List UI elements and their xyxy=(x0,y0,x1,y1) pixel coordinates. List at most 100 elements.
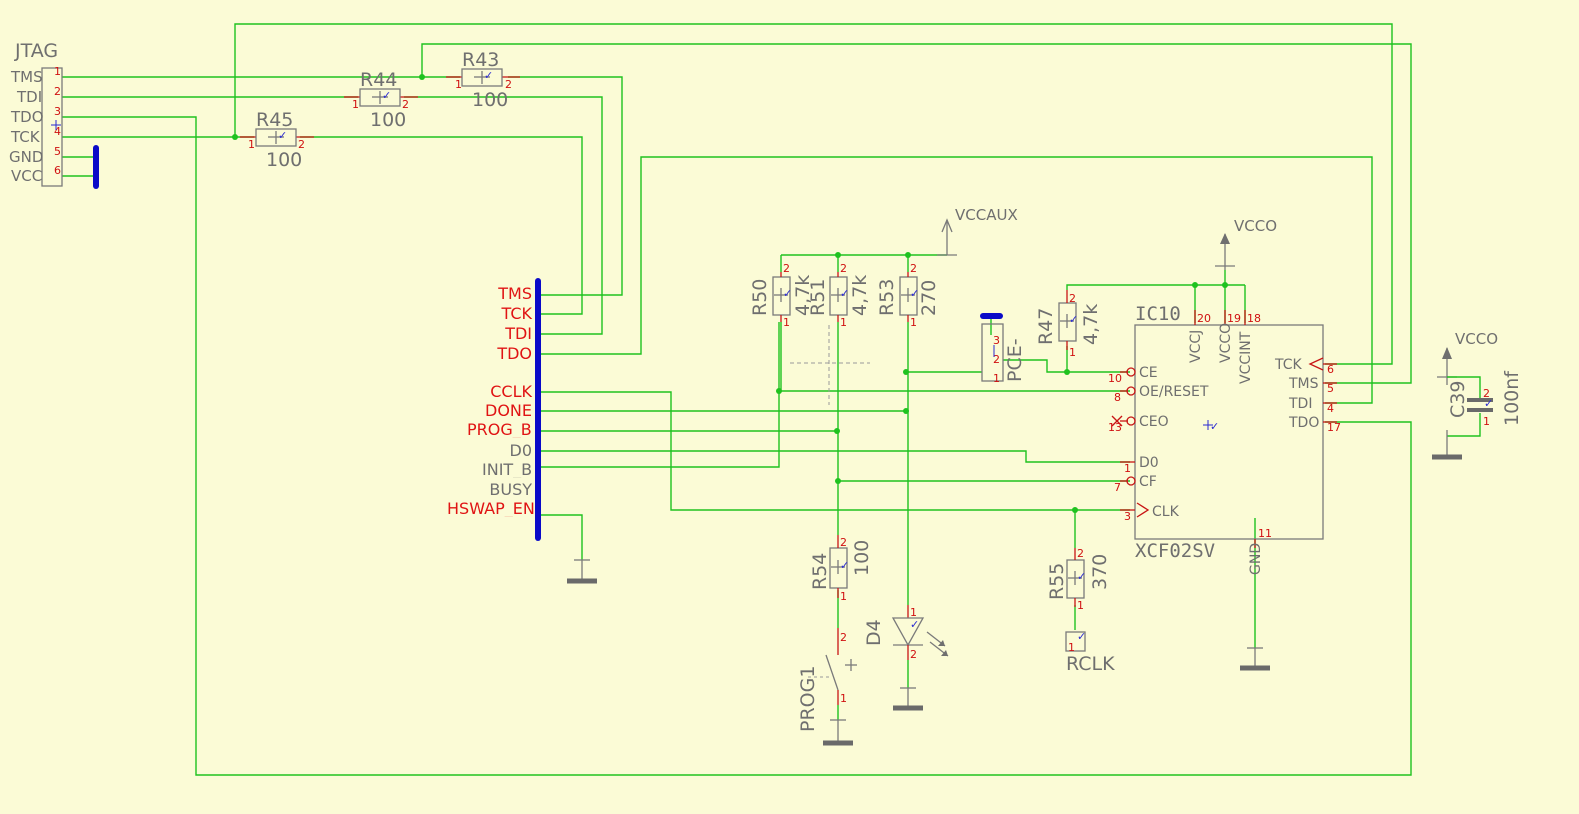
resistor-r47: R47 4,7k 2 1 xyxy=(1035,290,1102,359)
pin-number: 1 xyxy=(993,372,1000,385)
pin-number: 3 xyxy=(993,334,1000,347)
net-hswap xyxy=(541,514,583,560)
wires xyxy=(62,23,1412,776)
net-ce xyxy=(1003,359,1130,373)
resistor-r44: R44 100 1 2 xyxy=(344,69,418,131)
bus-signal: BUSY xyxy=(489,480,532,499)
resistor-r54: R54 100 2 1 xyxy=(809,535,873,603)
pin-number: 2 xyxy=(1069,292,1076,305)
pin-number: 1 xyxy=(840,692,847,705)
pin-number: 1 xyxy=(1483,415,1490,428)
r51-name: R51 xyxy=(807,279,829,316)
jtag-connector: JTAG TMS TDI TDO TCK GND VCC 1 2 3 4 5 6 xyxy=(9,40,99,189)
pin-number: 1 xyxy=(910,606,917,619)
resistor-body xyxy=(359,88,401,107)
bus-signal: TCK xyxy=(501,304,533,323)
ic-body xyxy=(1134,324,1324,540)
check-icon: ✓ xyxy=(382,89,391,102)
check-icon: ✓ xyxy=(278,129,287,142)
jtag-pin-number: 6 xyxy=(54,164,61,177)
origin-markers: ✓ ✓ ✓ ✓ ✓ ✓ ✓ ✓ ✓ ✓ ✓ ✓ ✓ xyxy=(278,69,1493,643)
c39-name: C39 xyxy=(1447,381,1469,418)
ic-pin-name: TMS xyxy=(1288,376,1319,392)
rclk-name: RCLK xyxy=(1066,653,1115,675)
bus-signal-clip: HSWAP_EN xyxy=(447,499,535,517)
c39-value: 100nf xyxy=(1501,370,1523,426)
arrow-up-icon xyxy=(941,218,953,233)
ic-pin-number: 10 xyxy=(1108,372,1122,385)
junction xyxy=(903,369,909,375)
r45-value: 100 xyxy=(266,149,302,171)
ic-pin-number: 3 xyxy=(1124,510,1131,523)
capacitor-c39: VCCO 2 1 C39 100nf xyxy=(1432,330,1523,460)
r45-name: R45 xyxy=(256,109,293,131)
ic-pin-number: 1 xyxy=(1124,462,1131,475)
jtag-pin-name: TMS xyxy=(10,68,43,86)
r43-name: R43 xyxy=(462,49,499,71)
ic-pin-name: VCCINT xyxy=(1238,331,1254,384)
bus-signal: PROG_B xyxy=(467,420,532,440)
r50-value: 4,7k xyxy=(792,275,814,316)
ic-pin-name: D0 xyxy=(1139,455,1159,471)
ic-pin-number: 18 xyxy=(1247,312,1261,325)
jtag-pin-name: TDO xyxy=(10,108,44,126)
net-tms-ic xyxy=(421,43,1412,384)
net-d0 xyxy=(541,450,1130,463)
junction xyxy=(1222,282,1228,288)
pce-name: PCE- xyxy=(1004,338,1026,382)
ic-top-pins: VCCJ VCCO VCCINT 20 19 18 xyxy=(1188,310,1261,384)
led-d4: 1 2 D4 xyxy=(863,605,949,711)
ic-pin-name: TDI xyxy=(1288,396,1312,412)
junction xyxy=(232,134,238,140)
origin-crosshair xyxy=(790,325,870,405)
r44-name: R44 xyxy=(360,69,397,91)
junction xyxy=(776,388,782,394)
pin-number: 1 xyxy=(1068,641,1075,654)
pin-number: 1 xyxy=(783,316,790,329)
vcco-ic-symbol: VCCO xyxy=(1215,217,1277,270)
r50-name: R50 xyxy=(749,279,771,316)
pin-number: 2 xyxy=(505,78,512,91)
ic-pin-name: TCK xyxy=(1274,357,1303,373)
junction xyxy=(1192,282,1198,288)
pin-number: 1 xyxy=(840,590,847,603)
net-oe xyxy=(780,322,1130,392)
check-icon: ✓ xyxy=(1077,630,1086,643)
junction xyxy=(1064,369,1070,375)
net-tdo-ic xyxy=(541,156,1373,404)
junction xyxy=(835,252,841,258)
ground-symbol xyxy=(567,559,597,584)
vcco-cap-label: VCCO xyxy=(1455,330,1498,348)
bus-signal-clip: INIT_B xyxy=(482,460,532,478)
pin-number: 2 xyxy=(402,98,409,111)
jtag-pin-name: VCC xyxy=(11,167,42,185)
ic-name: IC10 xyxy=(1135,303,1181,325)
pin-number: 2 xyxy=(993,353,1000,366)
junction xyxy=(419,74,425,80)
switch-prog1: 2 1 PROG1 xyxy=(797,628,857,746)
pin-number: 2 xyxy=(783,262,790,275)
ic-part: XCF02SV xyxy=(1135,540,1215,562)
jtag-pin-number: 4 xyxy=(54,125,61,138)
pin-number: 1 xyxy=(352,98,359,111)
ic-pin-name: CLK xyxy=(1152,504,1180,520)
net-tdo-loop xyxy=(62,116,1412,776)
pin-number: 2 xyxy=(840,536,847,549)
pin-number: 2 xyxy=(298,138,305,151)
pin-number: 2 xyxy=(910,262,917,275)
arrow-icon xyxy=(938,640,945,646)
rclk-connector: 1 RCLK xyxy=(1065,631,1115,675)
jtag-pin-number: 3 xyxy=(54,105,61,118)
pce-jumper: 3 2 1 PCE- xyxy=(980,313,1026,385)
resistor-r43: R43 100 1 2 xyxy=(446,49,520,111)
pin-number: 2 xyxy=(1077,547,1084,560)
ic-pin-name: CEO xyxy=(1139,414,1169,430)
ic-pin-name: OE/RESET xyxy=(1139,384,1209,400)
ic-pin-name: CE xyxy=(1139,365,1158,381)
r51-value: 4,7k xyxy=(849,275,871,316)
r53-value: 270 xyxy=(918,280,940,316)
r54-name: R54 xyxy=(809,553,831,590)
r55-value: 370 xyxy=(1089,554,1111,590)
ic-pin-name: CF xyxy=(1139,474,1157,490)
pin-number: 2 xyxy=(840,262,847,275)
